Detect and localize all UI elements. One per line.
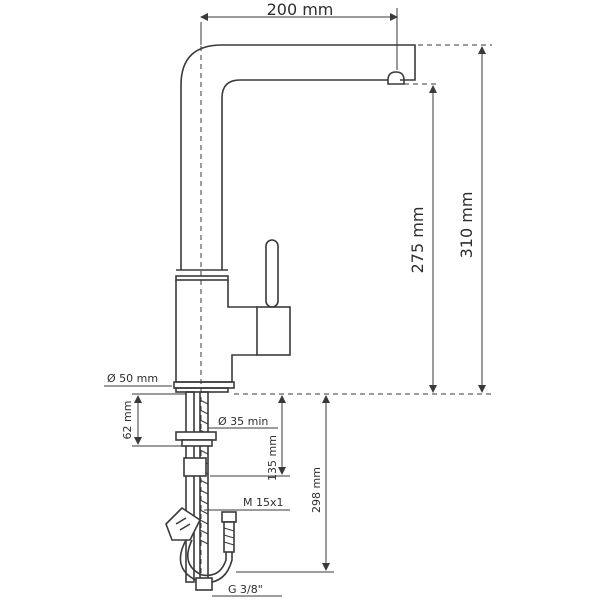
dim-label-62: 62 mm xyxy=(121,401,134,440)
dim-label-135: 135 mm xyxy=(266,435,279,481)
thread-label-g38: G 3/8" xyxy=(228,583,263,596)
dim-base-diameter: Ø 50 mm xyxy=(104,372,172,387)
dim-hole: Ø 35 min xyxy=(208,415,278,429)
faucet-outline xyxy=(173,44,416,393)
dim-label-d35: Ø 35 min xyxy=(218,415,268,428)
mounting-assembly xyxy=(165,391,237,591)
thread-labels: M 15x1 G 3/8" xyxy=(204,496,290,597)
dim-label-200: 200 mm xyxy=(267,0,334,19)
dim-label-298: 298 mm xyxy=(310,467,323,513)
dim-label-310: 310 mm xyxy=(457,192,476,259)
dim-spout-reach: 200 mm xyxy=(200,0,398,70)
dim-label-275: 275 mm xyxy=(408,207,427,274)
dim-clearance: 135 mm xyxy=(210,395,290,481)
dim-label-d50: Ø 50 mm xyxy=(107,372,158,385)
dim-heights: 275 mm 310 mm xyxy=(234,44,495,395)
thread-label-m15: M 15x1 xyxy=(243,496,284,509)
dim-shank: 62 mm xyxy=(121,393,186,447)
dim-hose: 298 mm xyxy=(236,395,334,573)
